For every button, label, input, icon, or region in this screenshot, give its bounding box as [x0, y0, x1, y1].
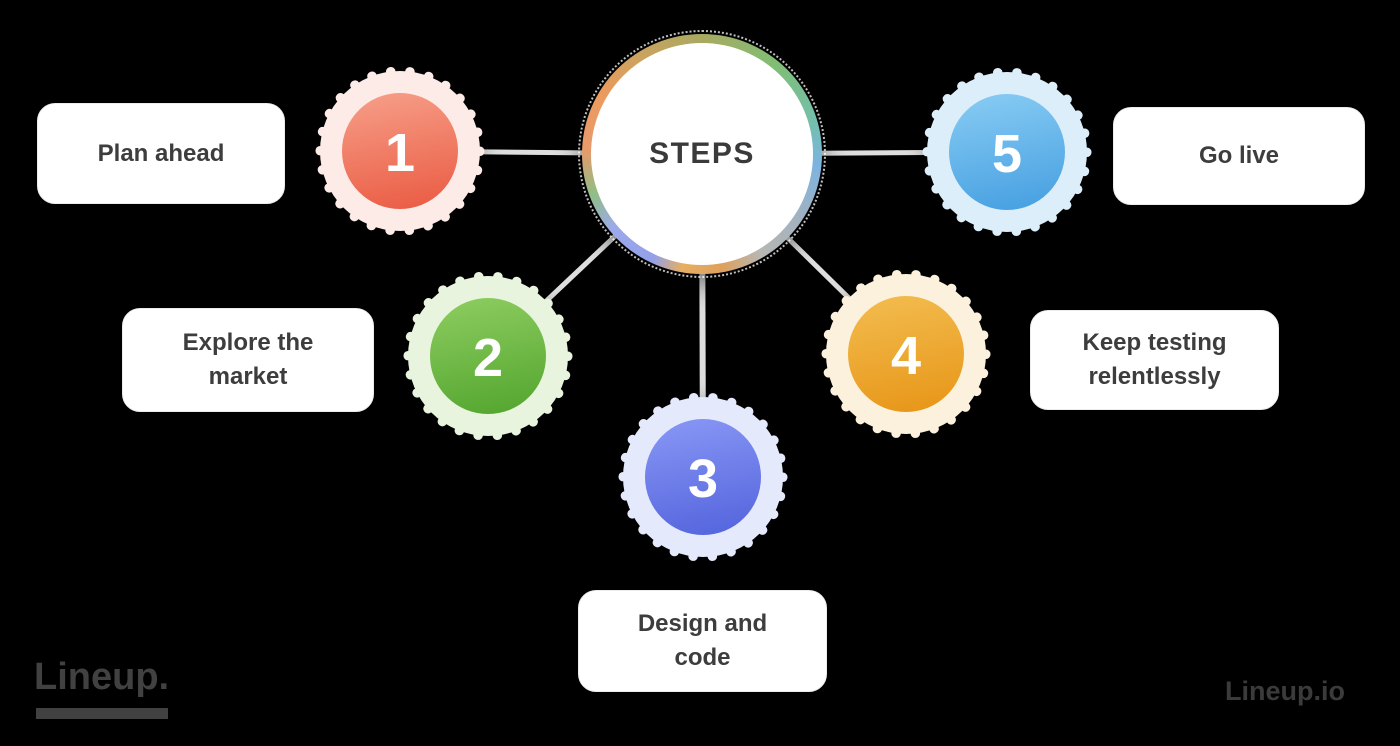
step-5-label-box: Go live [1113, 107, 1365, 205]
step-4-number: 4 [891, 326, 921, 386]
step-2-label-box: Explore the market [122, 308, 374, 412]
step-3-circle: 3 [618, 392, 788, 562]
step-2-badge: 2 [398, 266, 578, 446]
watermark-logo-underline [36, 708, 168, 719]
step-5-number: 5 [992, 124, 1022, 184]
step-4-badge: 4 [816, 264, 996, 444]
step-1-label-box: Plan ahead [37, 103, 285, 204]
step-2-number: 2 [473, 328, 503, 388]
step-4-circle: 4 [821, 269, 991, 439]
step-4-label: Keep testing relentlessly [1082, 329, 1227, 390]
step-1-number: 1 [385, 123, 415, 183]
step-1-circle: 1 [315, 66, 485, 236]
step-2-circle: 2 [403, 271, 573, 441]
step-4-inner-circle [848, 296, 964, 412]
watermark-logo-left: Lineup. [34, 656, 170, 698]
step-3-label-box: Design and code [578, 590, 827, 692]
step-3-scallop-dots [618, 392, 788, 562]
step-3-inner-circle [645, 419, 761, 535]
step-4-label-box: Keep testing relentlessly [1030, 310, 1279, 410]
hub-circle: STEPS [578, 30, 826, 278]
step-5-label: Go live [1198, 142, 1280, 170]
step-4-scallop-dots [821, 269, 991, 439]
step-5-badge: 5 [917, 62, 1097, 242]
step-2-label: Explore the market [182, 329, 314, 390]
step-5-inner-circle [949, 94, 1065, 210]
hub-title: STEPS [649, 137, 755, 170]
step-1-label: Plan ahead [97, 139, 225, 167]
step-5-scallop-dots [922, 67, 1092, 237]
step-2-scallop-dots [403, 271, 573, 441]
step-3-label: Design and code [637, 610, 768, 671]
step-5-circle: 5 [922, 67, 1092, 237]
step-1-scallop-dots [315, 66, 485, 236]
step-1-badge: 1 [310, 61, 490, 241]
step-3-number: 3 [688, 449, 718, 509]
watermark-logo-right: Lineup.io [1225, 676, 1345, 706]
step-2-inner-circle [430, 298, 546, 414]
step-1-inner-circle [342, 93, 458, 209]
step-3-badge: 3 [613, 387, 793, 567]
